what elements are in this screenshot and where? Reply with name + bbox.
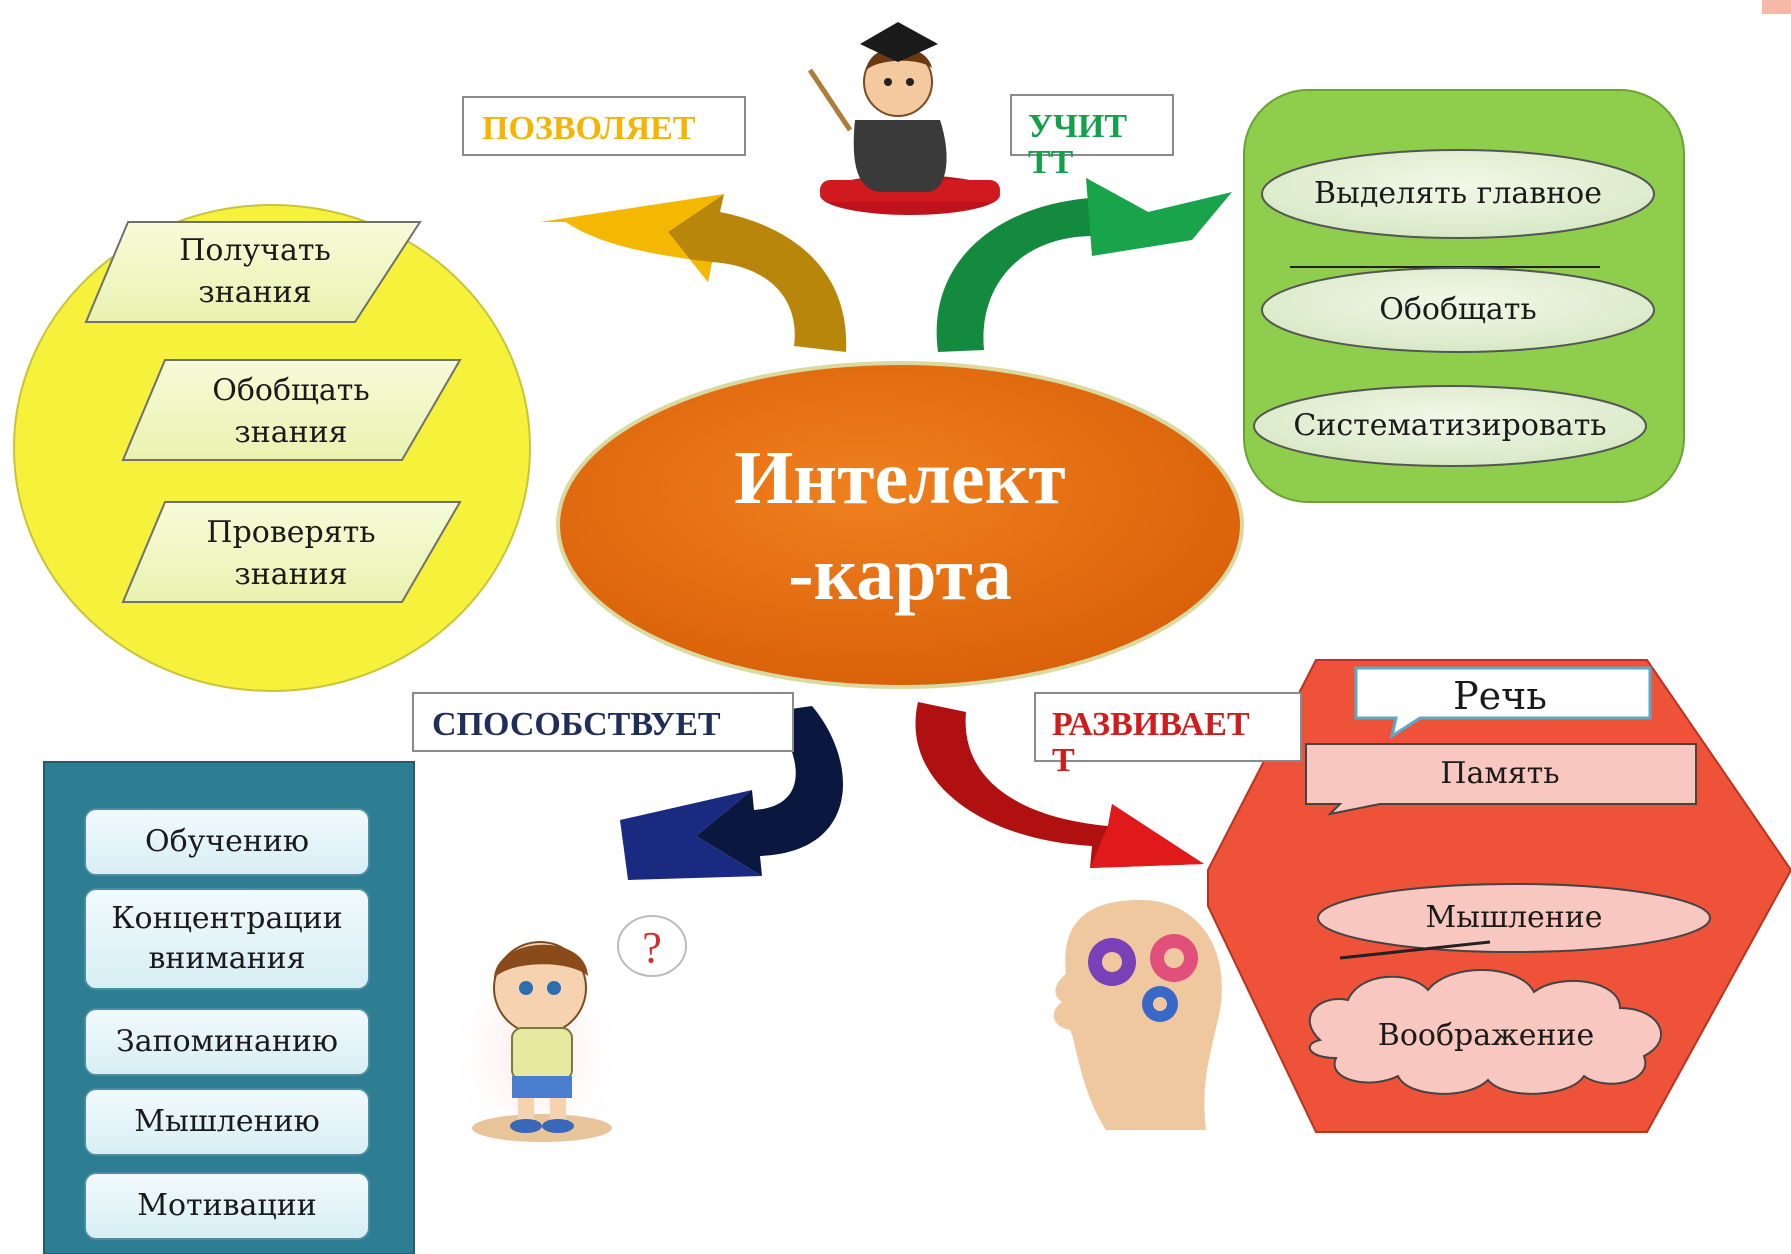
promotes-item-5: Мотивации (84, 1172, 370, 1240)
head-gears-illustration (1053, 900, 1222, 1130)
link-label-promotes: СПОСОБСТВУЕТ (412, 692, 794, 752)
allows-item-1-line2: знания (198, 275, 312, 310)
arrow-teaches-head (1086, 178, 1232, 256)
teaches-item-3: Систематизировать (1293, 408, 1607, 443)
arrow-allows-head (540, 194, 724, 282)
develops-item-2: Память (1440, 756, 1560, 791)
oval-tail (1339, 940, 1491, 960)
allows-item-3-line1: Проверять (206, 515, 376, 550)
link-label-develops-text: РАЗВИВАЕТ (1052, 706, 1250, 743)
link-label-teaches-overflow: ТТ (1028, 144, 1074, 181)
teacher-illustration (807, 22, 1000, 215)
arrow-promotes (696, 706, 843, 876)
promotes-item-2-line1: Концентрации (111, 901, 343, 936)
center-title: Интелект -карта (560, 430, 1240, 622)
teaches-item-1: Выделять главное (1314, 176, 1602, 211)
allows-item-1: Получать знания (140, 230, 370, 314)
promotes-item-1: Обучению (84, 808, 370, 876)
center-title-line1: Интелект (734, 436, 1066, 520)
cloud-shape (1308, 969, 1663, 1095)
link-label-promotes-text: СПОСОБСТВУЕТ (432, 706, 721, 743)
link-label-allows-text: ПОЗВОЛЯЕТ (482, 110, 696, 147)
boy-illustration (446, 915, 687, 1170)
promotes-item-2: Концентрации внимания (84, 888, 370, 990)
allows-item-shape-1 (84, 221, 422, 323)
link-label-develops-overflow: Т (1052, 742, 1075, 779)
question-mark: ? (642, 923, 662, 972)
promotes-item-1-label: Обучению (144, 824, 309, 859)
center-ellipse (556, 361, 1244, 689)
allows-item-2: Обобщать знания (176, 370, 406, 454)
develops-item-3: Мышление (1425, 900, 1603, 935)
speech-bubble-shape (1354, 666, 1652, 740)
teaches-item-shape-1 (1261, 149, 1655, 239)
allows-item-3: Проверять знания (176, 512, 406, 596)
teaches-item-shape-2 (1261, 267, 1655, 353)
allows-item-shape-2 (121, 359, 462, 461)
promotes-item-2-line2: внимания (148, 941, 306, 976)
corner-mark (1762, 0, 1791, 14)
develops-item-1: Речь (1453, 674, 1547, 718)
teaches-item-2: Обобщать (1379, 292, 1537, 327)
link-label-teaches: УЧИТ ТТ (1010, 94, 1174, 181)
link-label-teaches-text: УЧИТ (1028, 108, 1128, 145)
arrow-promotes-head (620, 790, 762, 880)
arrow-allows (668, 194, 847, 352)
scroll-shape (1305, 743, 1697, 816)
allows-item-2-line1: Обобщать (212, 373, 370, 408)
promotes-item-5-label: Мотивации (137, 1188, 317, 1223)
promotes-item-3-label: Запоминанию (116, 1024, 338, 1059)
allows-item-1-line1: Получать (179, 233, 331, 268)
promotes-item-4-label: Мышлению (134, 1104, 320, 1139)
allows-item-3-line2: знания (234, 557, 348, 592)
allows-item-2-line2: знания (234, 415, 348, 450)
teaches-item-shape-3 (1253, 385, 1647, 467)
promotes-item-3: Запоминанию (84, 1008, 370, 1076)
link-label-develops: РАЗВИВАЕТ Т (1034, 692, 1302, 779)
allows-item-shape-3 (121, 501, 462, 603)
promotes-item-4: Мышлению (84, 1088, 370, 1156)
develops-item-4: Воображение (1377, 1018, 1595, 1053)
oval-shape (1317, 883, 1711, 953)
center-title-line2: -карта (788, 532, 1012, 616)
arrow-develops-head (1090, 804, 1204, 868)
link-label-allows: ПОЗВОЛЯЕТ (462, 96, 746, 156)
